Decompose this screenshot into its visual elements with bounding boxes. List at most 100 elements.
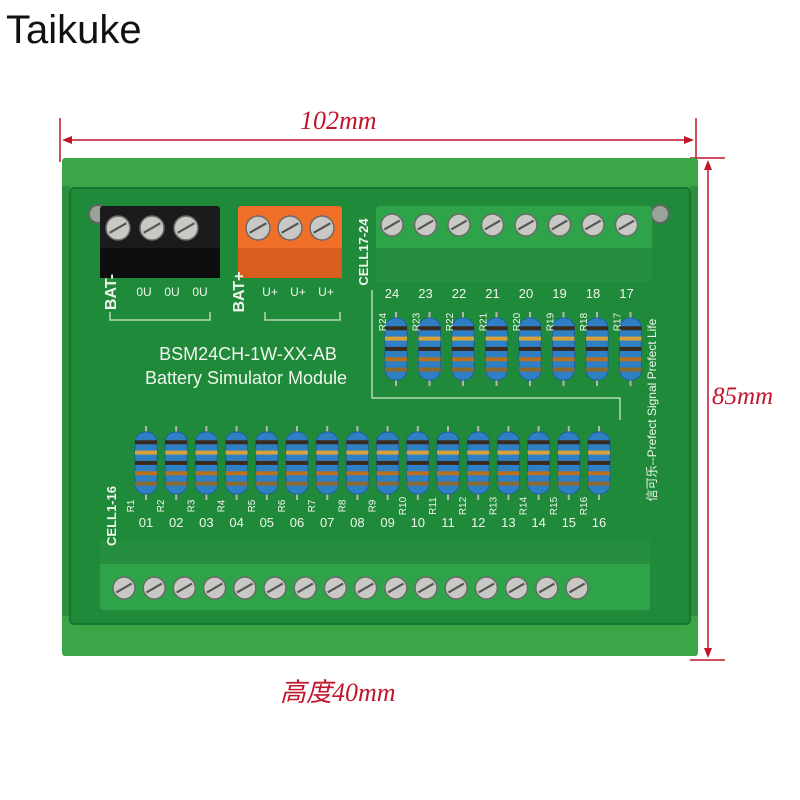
bat-negative-screw-1 <box>105 215 131 241</box>
bat-negative-label: BAT- <box>103 274 120 310</box>
bat-negative-pin-label: 0U <box>164 285 179 299</box>
resistor-R22 <box>451 312 475 386</box>
brand-title: Taikuke <box>6 8 142 52</box>
resistor-R20 <box>518 312 542 386</box>
resistor-R9 <box>376 426 400 500</box>
resistor-R23 <box>418 312 441 386</box>
lower-channel-number: 02 <box>169 515 183 530</box>
upper-resistor-label: R22 <box>445 312 456 331</box>
upper-terminal-screw-22 <box>447 213 471 237</box>
terminal-block-cell1-16 <box>100 540 650 610</box>
upper-channel-number: 21 <box>485 286 499 301</box>
lower-terminal-screw-02 <box>142 576 166 600</box>
resistor-R19 <box>552 312 575 386</box>
upper-channel-number: 19 <box>552 286 566 301</box>
bat-positive-pin-label: U+ <box>290 285 306 299</box>
lower-terminal-screw-09 <box>353 576 378 600</box>
resistor-R1 <box>134 426 158 500</box>
lower-resistor-label: R5 <box>247 499 258 512</box>
upper-channel-number: 17 <box>619 286 633 301</box>
lower-terminal-screw-14 <box>504 576 529 600</box>
lower-terminal-screw-10 <box>384 576 408 600</box>
pcb-board <box>70 188 690 624</box>
lower-resistor-label: R2 <box>156 499 167 512</box>
slogan: 信可乐--Prefect Signal Prefect Life <box>645 318 659 501</box>
model-number: BSM24CH-1W-XX-AB <box>159 344 337 364</box>
upper-resistor-label: R21 <box>479 312 490 331</box>
resistor-R12 <box>466 426 490 500</box>
height-dimension <box>690 157 725 661</box>
bat-positive-screw-1 <box>245 215 271 241</box>
resistor-R4 <box>225 426 249 500</box>
resistor-R10 <box>406 426 430 500</box>
upper-terminal-screw-20 <box>514 213 538 237</box>
terminal-block-cell17-24 <box>376 206 652 282</box>
lower-channel-number: 13 <box>501 515 515 530</box>
lower-terminal-screw-07 <box>293 576 317 600</box>
lower-resistor-label: R10 <box>398 496 409 515</box>
bat-positive-screw-3 <box>309 215 335 241</box>
lower-resistor-bank <box>134 426 611 500</box>
upper-terminal-screw-24 <box>380 213 404 237</box>
lower-terminal-screw-01 <box>112 576 136 600</box>
resistor-R14 <box>527 426 551 500</box>
resistor-R24 <box>384 312 408 386</box>
lower-terminal-screw-03 <box>172 576 197 600</box>
resistor-R3 <box>194 426 218 500</box>
upper-resistor-label: R23 <box>412 312 423 331</box>
bat-negative-terminal <box>100 206 220 278</box>
lower-channel-number: 15 <box>562 515 576 530</box>
upper-resistor-label: R24 <box>378 312 389 331</box>
lower-resistor-label: R16 <box>579 496 590 515</box>
resistor-R7 <box>315 426 339 500</box>
lower-channel-number: 12 <box>471 515 485 530</box>
upper-channel-number: 22 <box>452 286 466 301</box>
lower-channel-number: 04 <box>229 515 243 530</box>
lower-channel-number: 05 <box>260 515 274 530</box>
cell-lower-label: CELL1-16 <box>104 486 119 546</box>
resistor-R18 <box>585 312 609 386</box>
lower-channel-number: 10 <box>411 515 425 530</box>
resistor-R16 <box>587 426 611 500</box>
upper-terminal-screw-17 <box>614 213 639 237</box>
lower-terminal-screw-12 <box>444 576 468 600</box>
cell-upper-label: CELL17-24 <box>356 218 371 286</box>
lower-terminal-screw-06 <box>263 576 287 600</box>
bat-positive-pin-label: U+ <box>262 285 278 299</box>
upper-terminal-screw-18 <box>581 213 605 237</box>
lower-resistor-label: R7 <box>307 499 318 512</box>
bat-negative-screw-2 <box>139 215 165 241</box>
lower-resistor-label: R8 <box>337 499 348 512</box>
upper-channel-number: 18 <box>586 286 600 301</box>
resistor-R5 <box>255 426 279 500</box>
bat-negative-pin-label: 0U <box>192 285 207 299</box>
bat-positive-label: BAT+ <box>231 271 248 312</box>
lower-resistor-label: R14 <box>519 496 530 515</box>
upper-resistor-label: R19 <box>546 312 557 331</box>
lower-channel-number: 01 <box>139 515 153 530</box>
upper-terminal-screw-23 <box>413 213 438 237</box>
resistor-R6 <box>285 426 309 500</box>
lower-channel-number: 14 <box>531 515 545 530</box>
lower-resistor-label: R12 <box>458 496 469 515</box>
upper-channel-number: 20 <box>519 286 533 301</box>
lower-channel-number: 03 <box>199 515 213 530</box>
lower-resistor-label: R13 <box>488 496 499 515</box>
lower-terminal-screw-16 <box>565 576 589 600</box>
lower-resistor-label: R15 <box>549 496 560 515</box>
lower-terminal-screw-11 <box>414 576 438 600</box>
upper-terminal-screw-21 <box>480 213 505 237</box>
lower-resistor-label: R1 <box>126 499 137 512</box>
module-name: Battery Simulator Module <box>145 368 347 388</box>
lower-channel-number: 07 <box>320 515 334 530</box>
upper-resistor-label: R17 <box>613 312 624 331</box>
bat-positive-pin-label: U+ <box>318 285 334 299</box>
resistor-R2 <box>164 426 188 500</box>
bat-negative-screw-3 <box>173 215 199 241</box>
lower-terminal-screw-08 <box>323 576 348 600</box>
lower-channel-number: 11 <box>441 515 455 530</box>
lower-resistor-label: R3 <box>186 499 197 512</box>
lower-channel-number: 08 <box>350 515 364 530</box>
lower-terminal-screw-13 <box>474 576 499 600</box>
upper-channel-number: 23 <box>418 286 432 301</box>
